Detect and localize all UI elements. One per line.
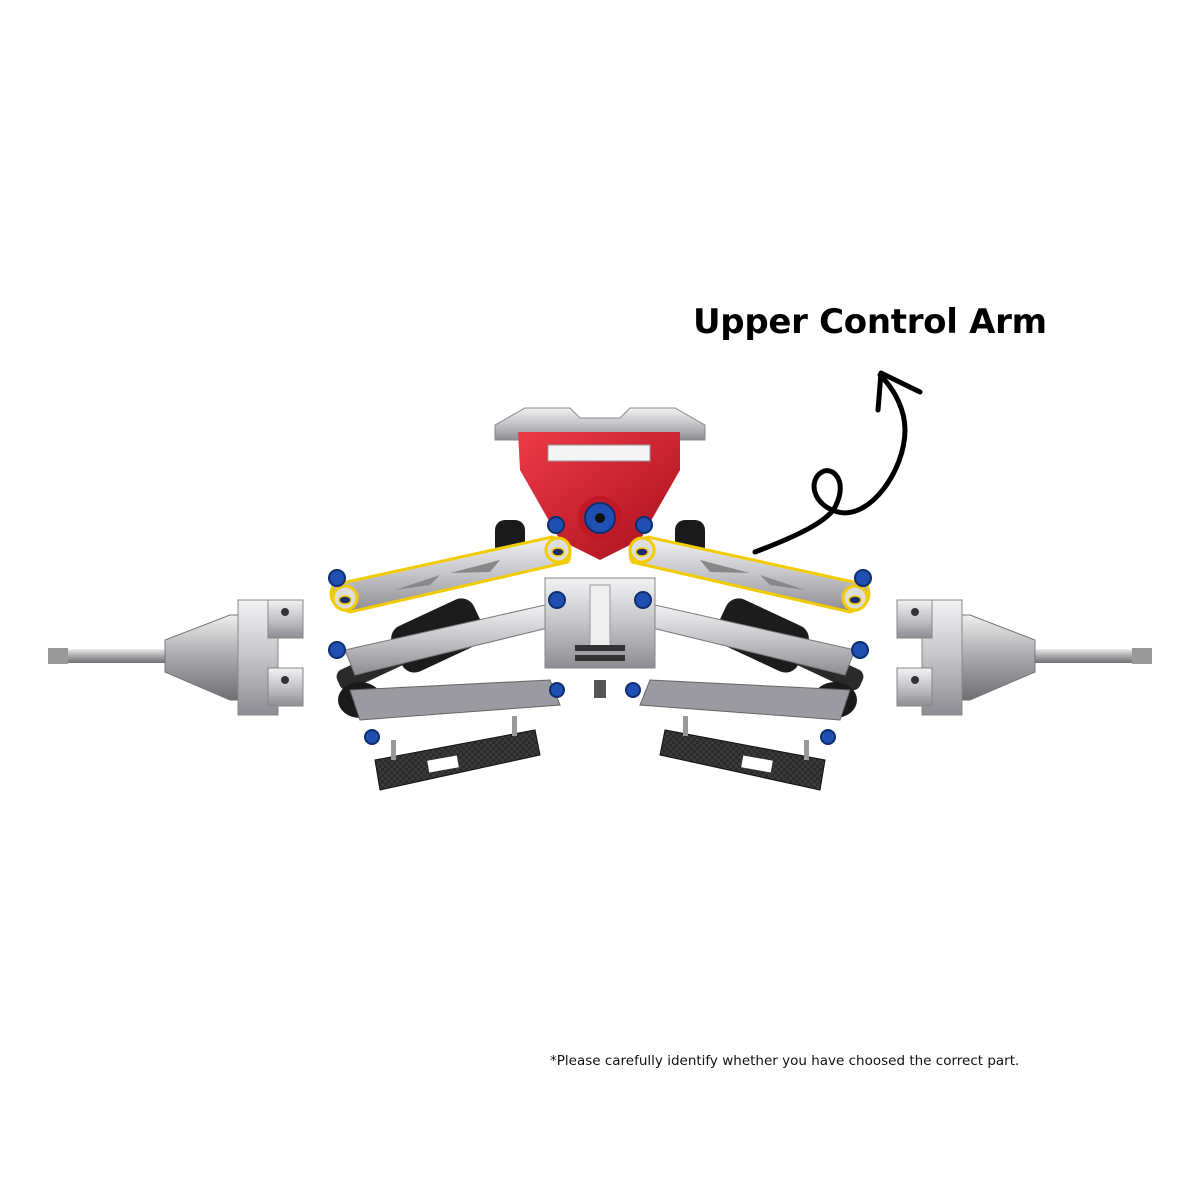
left-hub-axle xyxy=(48,599,304,716)
lower-control-arms xyxy=(344,604,856,721)
blue-hardware-nuts xyxy=(328,516,872,745)
curly-arrow-icon xyxy=(752,370,923,555)
upper-control-arm-right xyxy=(628,535,871,614)
upper-control-arm-left xyxy=(329,535,572,614)
carbon-fiber-plates xyxy=(374,716,826,791)
footnote-disclaimer: *Please carefully identify whether you h… xyxy=(550,1053,1020,1069)
upper-control-arm-label: Upper Control Arm xyxy=(693,302,1047,342)
center-block xyxy=(544,577,656,698)
right-hub-axle xyxy=(896,599,1152,716)
